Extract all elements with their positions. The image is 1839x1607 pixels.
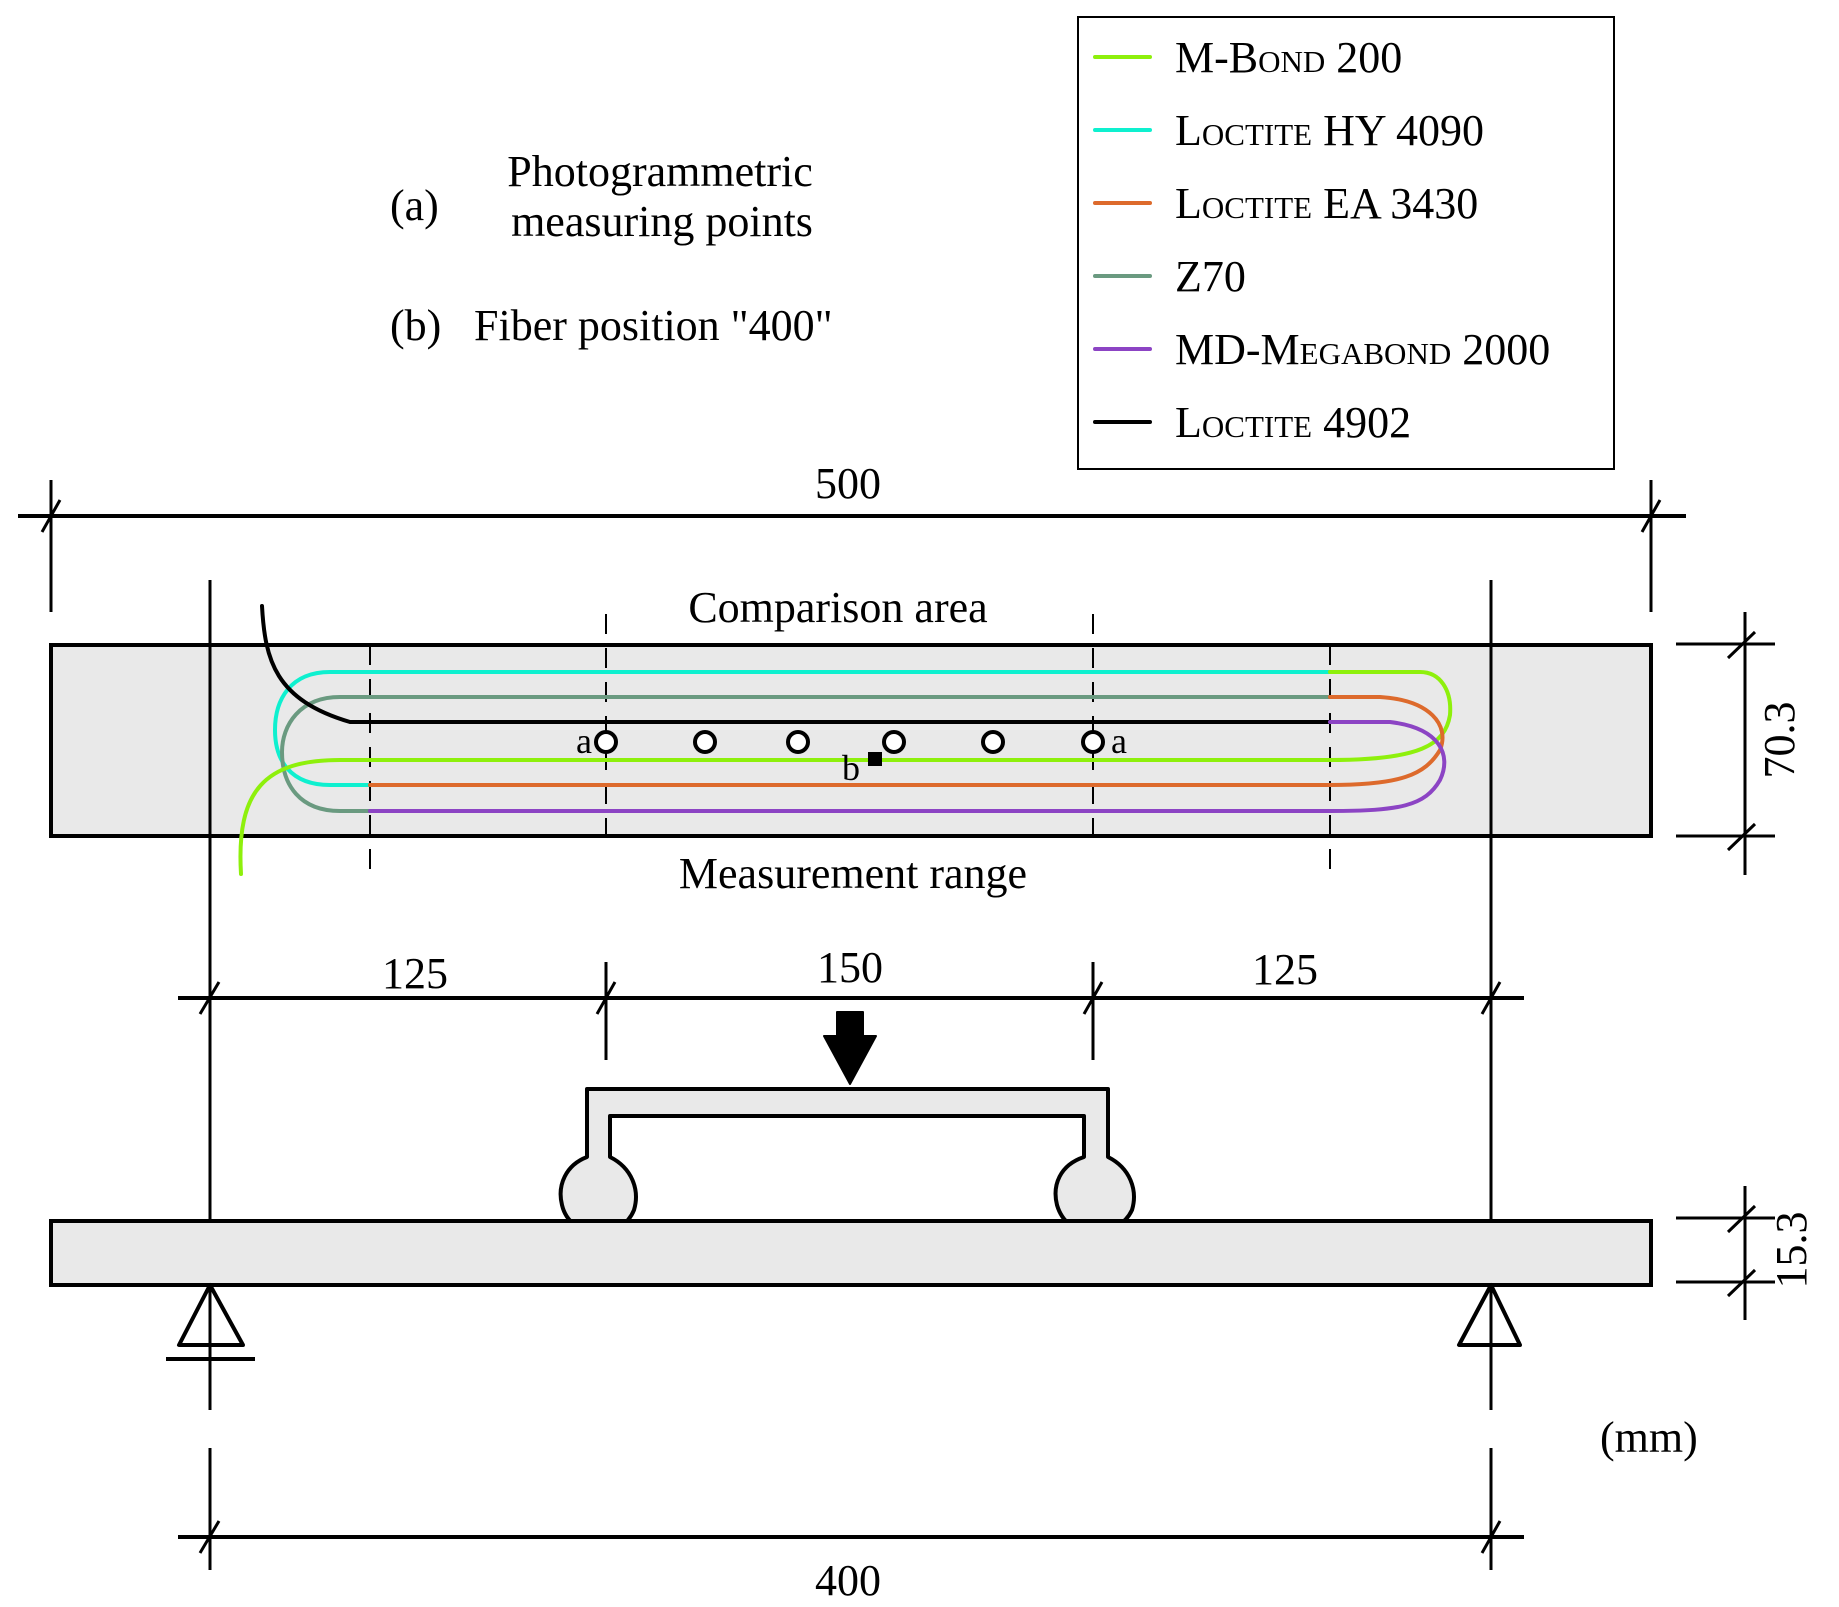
dimension-span xyxy=(178,1448,1524,1570)
dimension-thickness-label: 15.3 xyxy=(1767,1212,1816,1289)
note-a-marker: (a) xyxy=(390,181,439,230)
legend-label: M-Bond 200 xyxy=(1175,33,1402,82)
legend-item: Z70 xyxy=(1093,252,1246,301)
legend-label: Z70 xyxy=(1175,252,1246,301)
fibers xyxy=(238,604,1453,876)
fiber-loctite-4902 xyxy=(260,604,1332,724)
fiber-loctite-hy-4090 xyxy=(272,670,1332,787)
load-spreader-beam xyxy=(558,1087,1136,1234)
legend-label: Loctite 4902 xyxy=(1175,398,1411,447)
dimension-width xyxy=(1676,612,1775,875)
point-a-right-label: a xyxy=(1111,721,1127,761)
units-label: (mm) xyxy=(1600,1413,1698,1462)
dimension-total-length xyxy=(18,480,1686,612)
dimension-shear-right-label: 125 xyxy=(1252,945,1318,994)
fiber-position-marker xyxy=(868,752,882,766)
measuring-point xyxy=(882,730,906,754)
fiber-md-megabond-2000 xyxy=(368,720,1447,813)
legend-box xyxy=(1077,16,1615,470)
dimension-thickness xyxy=(1676,1186,1775,1320)
dimension-total-length-label: 500 xyxy=(815,459,881,508)
support-right-roller xyxy=(1457,1283,1522,1347)
note-b-text: Fiber position "400" xyxy=(474,301,833,350)
measuring-point xyxy=(786,730,810,754)
measuring-point xyxy=(693,730,717,754)
dimension-width-label: 70.3 xyxy=(1755,702,1804,779)
legend-item: M-Bond 200 xyxy=(1093,33,1402,82)
legend-label: Loctite EA 3430 xyxy=(1175,179,1478,228)
dimension-shear-left-label: 125 xyxy=(382,949,448,998)
measuring-point xyxy=(1081,730,1105,754)
legend-item: Loctite HY 4090 xyxy=(1093,106,1484,155)
specimen-plan xyxy=(49,643,1653,838)
comparison-area-label: Comparison area xyxy=(688,583,987,632)
plan-view: a a b Comparison area Measurement range xyxy=(49,580,1653,1410)
fiber-z70 xyxy=(279,695,1332,813)
legend-label: MD-Megabond 2000 xyxy=(1175,325,1550,374)
note-a-line1: Photogrammetric xyxy=(507,147,813,196)
measurement-range-label: Measurement range xyxy=(679,849,1027,898)
legend-label: Loctite HY 4090 xyxy=(1175,106,1484,155)
measuring-points xyxy=(594,730,1105,754)
point-b-label: b xyxy=(842,748,860,788)
point-a-left-label: a xyxy=(576,721,592,761)
dimension-shear-spans xyxy=(178,962,1524,1060)
dimension-load-span-label: 150 xyxy=(817,943,883,992)
load-rig xyxy=(558,1087,1136,1234)
legend-item: Loctite EA 3430 xyxy=(1093,179,1478,228)
measuring-point xyxy=(594,730,618,754)
note-b-marker: (b) xyxy=(390,301,441,350)
legend-item: MD-Megabond 2000 xyxy=(1093,325,1550,374)
support-left-pinned xyxy=(166,1283,255,1361)
load-arrow-icon xyxy=(823,1011,877,1085)
note-a-line2: measuring points xyxy=(511,197,813,246)
measuring-point xyxy=(981,730,1005,754)
notes: (a) Photogrammetric measuring points (b)… xyxy=(390,147,833,350)
specimen-elevation xyxy=(49,1219,1653,1287)
dimension-span-label: 400 xyxy=(815,1556,881,1605)
fiber-m-bond-200 xyxy=(238,669,1453,876)
legend-item: Loctite 4902 xyxy=(1093,398,1411,447)
